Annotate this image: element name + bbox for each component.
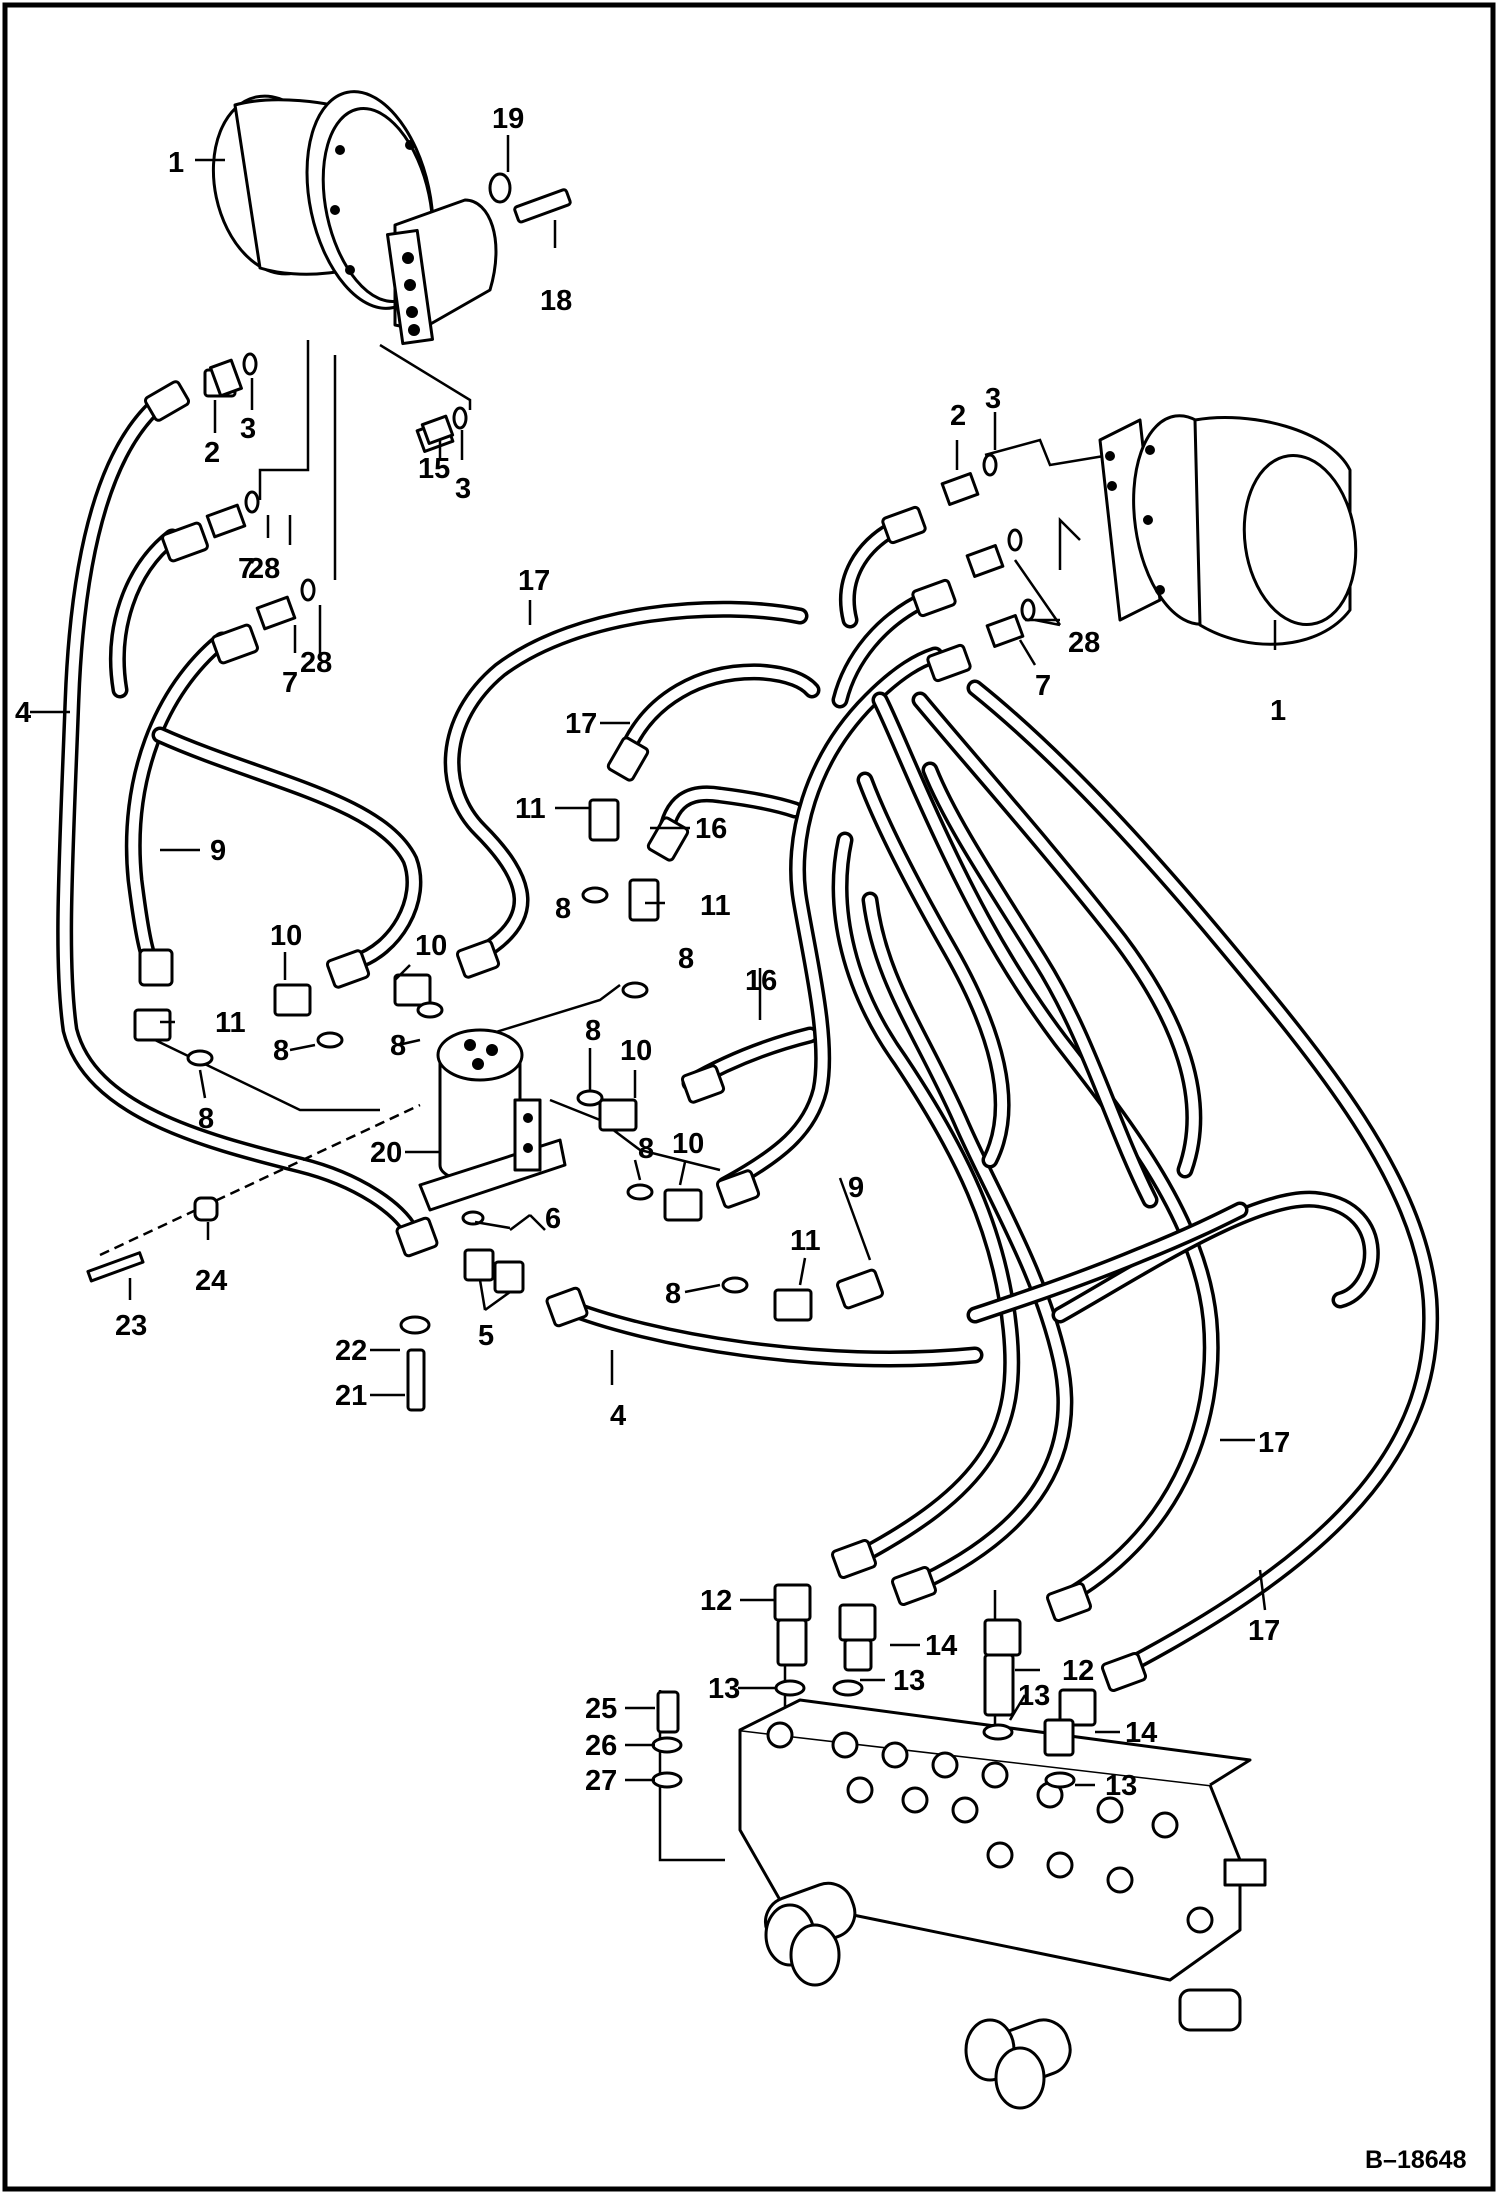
callout-8-e: 8 [585, 1015, 601, 1047]
callout-14-left: 14 [925, 1630, 957, 1662]
callout-25-bolt: 25 [585, 1693, 617, 1725]
hose-long-6 [1051, 1190, 1380, 1324]
callout-16-lower: 16 [745, 965, 777, 997]
callout-12-right: 12 [1062, 1655, 1094, 1687]
callout-8-f: 8 [198, 1103, 214, 1135]
callout-13-d: 13 [1105, 1770, 1137, 1802]
callout-8-d: 8 [390, 1030, 406, 1062]
callout-4-lower-hose: 4 [610, 1400, 626, 1432]
hose-crossing-main [966, 1201, 1249, 1324]
control-valve [738, 1698, 1267, 2110]
callout-5-elbows: 5 [478, 1320, 494, 1352]
callout-11-d: 11 [790, 1225, 821, 1257]
hose-to-valve-2 [861, 891, 1074, 1597]
callout-13-b: 13 [893, 1665, 925, 1697]
callout-7-left-lower: 7 [282, 667, 298, 699]
hose-17-mid [619, 663, 821, 757]
callout-10-b: 10 [415, 930, 447, 962]
callout-23-bolt: 23 [115, 1310, 147, 1342]
hose-4-left [56, 389, 419, 1239]
callout-24-nut: 24 [195, 1265, 227, 1297]
callout-7-right: 7 [1035, 670, 1051, 702]
fittings [86, 172, 1148, 1789]
callout-4-left-hose: 4 [15, 697, 31, 729]
hose-9-upper [151, 726, 423, 971]
callout-17-upper-arch: 17 [518, 565, 550, 597]
callout-labels: 1 1 2 2 3 3 3 4 4 5 6 7 7 7 8 8 8 8 8 8 … [15, 103, 1290, 1802]
travel-motor-left [211, 90, 498, 346]
hose-long-8 [921, 761, 1159, 1209]
callout-20-swivel: 20 [370, 1137, 402, 1169]
callout-7-left-upper: 7 [238, 553, 254, 585]
callout-13-a: 13 [708, 1673, 740, 1705]
callout-1-left-motor: 1 [168, 147, 184, 179]
callout-26-washer: 26 [585, 1730, 617, 1762]
hose-17-upper-arch [443, 600, 809, 964]
callout-13-c: 13 [1018, 1680, 1050, 1712]
callout-10-c: 10 [620, 1035, 652, 1067]
callout-8-g: 8 [638, 1133, 654, 1165]
callout-27-washer: 27 [585, 1765, 617, 1797]
callout-12-left: 12 [700, 1585, 732, 1617]
hose-16-upper [656, 785, 804, 847]
callout-2-left: 2 [204, 437, 220, 469]
hose-to-valve-1 [831, 831, 1021, 1572]
callout-8-c: 8 [273, 1035, 289, 1067]
callout-17-bottom: 17 [1248, 1615, 1280, 1647]
callout-11-a: 11 [515, 793, 546, 825]
callout-3-right: 3 [985, 383, 1001, 415]
callout-8-b: 8 [678, 943, 694, 975]
leader-lines [30, 135, 1277, 1787]
hose-4-lower [556, 1297, 984, 1368]
callout-28-right: 28 [1068, 627, 1100, 659]
callout-14-right: 14 [1125, 1717, 1157, 1749]
callout-2-right: 2 [950, 400, 966, 432]
travel-motor-right [1098, 414, 1358, 646]
hose-9-left [124, 631, 231, 969]
callout-3-left-upper: 3 [240, 413, 256, 445]
callout-6-orings: 6 [545, 1203, 561, 1235]
callout-18-bolt: 18 [540, 285, 572, 317]
hose-17-to-valve-4 [966, 679, 1440, 1679]
callout-9-left: 9 [210, 835, 226, 867]
callout-28-left-lower: 28 [300, 647, 332, 679]
callout-28-left-upper: 28 [248, 553, 280, 585]
figure-id: B–18648 [1365, 2146, 1467, 2174]
callout-17-mid: 17 [565, 708, 597, 740]
callout-10-a: 10 [270, 920, 302, 952]
hose-right-motor-b [831, 589, 937, 709]
callout-19-washer: 19 [492, 103, 524, 135]
callout-8-a: 8 [555, 893, 571, 925]
callout-8-h: 8 [665, 1278, 681, 1310]
callout-16-upper: 16 [695, 813, 727, 845]
callout-15-plug: 15 [418, 453, 450, 485]
callout-3-left-plug: 3 [455, 473, 471, 505]
callout-11-c: 11 [215, 1007, 246, 1039]
callout-17-right: 17 [1258, 1427, 1290, 1459]
hose-group [56, 389, 1440, 1679]
callout-11-b: 11 [700, 890, 731, 922]
callout-10-d: 10 [672, 1128, 704, 1160]
hose-left-motor-port-a [109, 528, 181, 699]
hose-long-7 [856, 771, 1011, 1169]
callout-21-bolt: 21 [335, 1380, 367, 1412]
callout-22-washer: 22 [335, 1335, 367, 1367]
callout-9-right: 9 [848, 1172, 864, 1204]
callout-1-right-motor: 1 [1270, 695, 1286, 727]
swivel-joint [418, 1028, 567, 1212]
hose-long-5 [911, 691, 1203, 1179]
